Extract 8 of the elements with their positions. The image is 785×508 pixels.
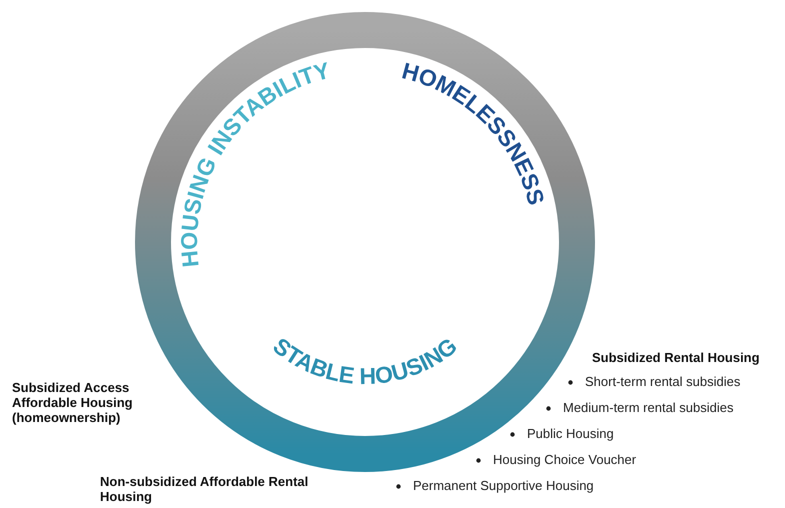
list-heading: Subsidized Rental Housing [592, 350, 760, 365]
list-item: Medium-term rental subsidies [563, 400, 734, 415]
list-item: Public Housing [527, 426, 614, 441]
category-label: Subsidized Access Affordable Housing (homeownership) [12, 380, 134, 425]
list-item: Short-term rental subsidies [585, 374, 740, 389]
category-label: Non-subsidized Affordable Rental Housing [100, 474, 310, 504]
list-item: Permanent Supportive Housing [413, 478, 594, 493]
list-item: Housing Choice Voucher [493, 452, 636, 467]
